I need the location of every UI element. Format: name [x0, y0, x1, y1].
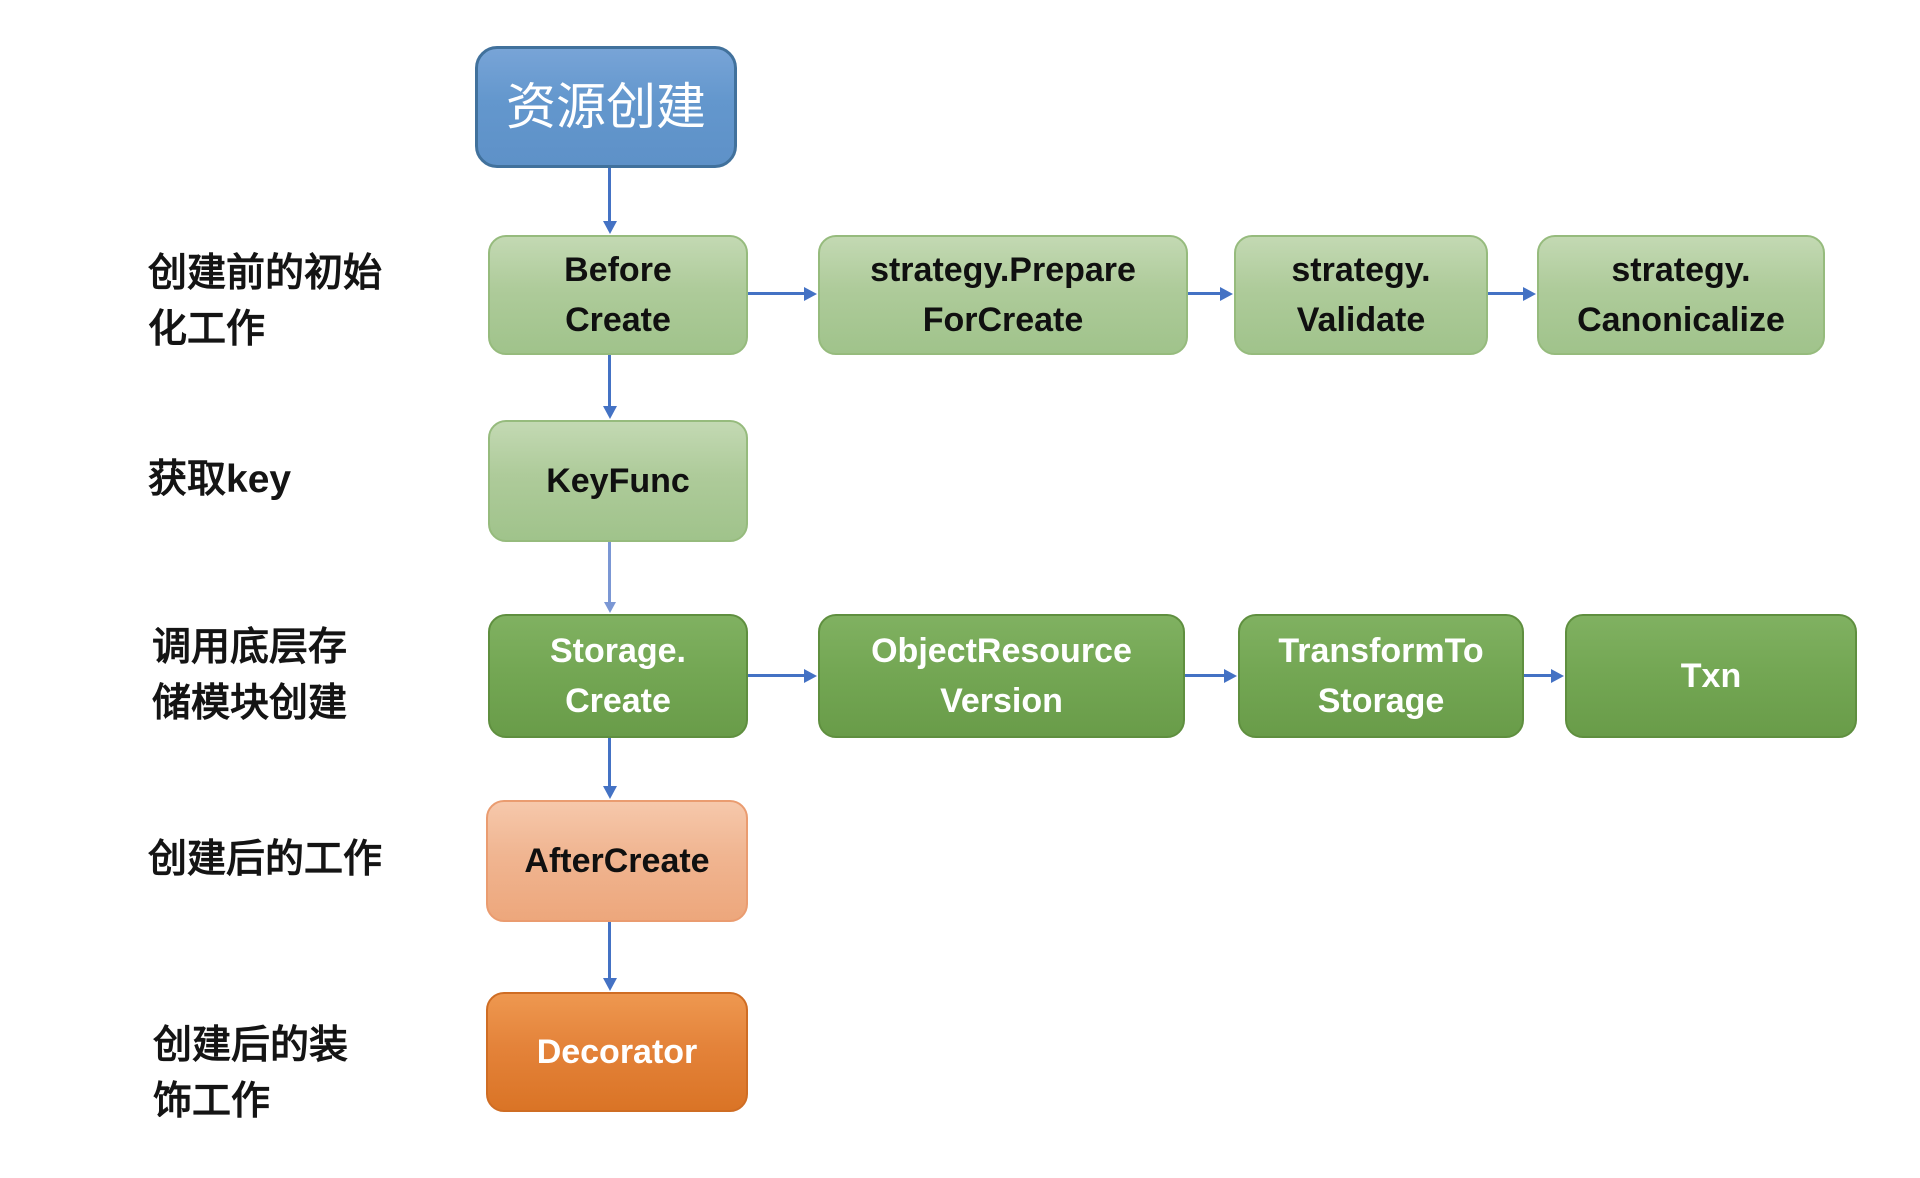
arrow-resource-create-to-before-create: [602, 168, 617, 234]
label-pre-create-work-line2: 化工作: [148, 308, 266, 351]
label-storage-create: 调用底层存 储模块创建: [152, 620, 347, 732]
node-strategy-canonicalize: strategy. Canonicalize: [1537, 235, 1825, 355]
arrow-head-icon: [1551, 668, 1564, 683]
node-transform-to-storage: TransformTo Storage: [1238, 614, 1524, 738]
arrow-storage-create-to-after-create: [602, 738, 617, 799]
node-transform-to-storage-line2: Storage: [1317, 682, 1445, 720]
arrow-before-create-to-prepare: [748, 286, 817, 301]
arrow-before-create-to-keyfunc: [602, 355, 617, 419]
arrow-head-icon: [1220, 286, 1233, 301]
node-strategy-prepare-for-create: strategy.Prepare ForCreate: [818, 235, 1188, 355]
arrow-head-icon: [602, 221, 617, 234]
label-post-create-work-text: 创建后的工作: [148, 838, 383, 881]
node-decorator-label: Decorator: [536, 1033, 698, 1071]
node-keyfunc: KeyFunc: [488, 420, 748, 542]
arrow-head-icon: [602, 786, 617, 799]
label-pre-create-work: 创建前的初始 化工作: [148, 246, 382, 358]
node-strategy-validate-line1: strategy.: [1291, 251, 1431, 289]
node-after-create: AfterCreate: [486, 800, 748, 922]
node-object-resource-version: ObjectResource Version: [818, 614, 1185, 738]
arrow-head-icon: [804, 286, 817, 301]
arrow-head-icon: [602, 978, 617, 991]
node-strategy-validate: strategy. Validate: [1234, 235, 1488, 355]
arrow-keyfunc-to-storage-create: [603, 542, 616, 613]
label-storage-create-line2: 储模块创建: [152, 682, 348, 725]
label-storage-create-line1: 调用底层存: [152, 626, 348, 669]
label-decorate-work-line2: 饰工作: [153, 1080, 271, 1123]
label-get-key: 获取key: [148, 452, 291, 508]
node-object-resource-version-line1: ObjectResource: [871, 632, 1132, 670]
node-before-create-line1: Before: [564, 251, 672, 289]
arrow-validate-to-canonicalize: [1488, 286, 1536, 301]
node-strategy-canonicalize-line2: Canonicalize: [1577, 301, 1785, 339]
arrow-head-icon: [1224, 668, 1237, 683]
node-resource-create: 资源创建: [475, 46, 737, 168]
node-before-create-line2: Create: [565, 301, 671, 339]
node-txn: Txn: [1565, 614, 1857, 738]
label-get-key-text: 获取key: [148, 458, 292, 501]
arrow-after-create-to-decorator: [602, 922, 617, 991]
label-decorate-work: 创建后的装 饰工作: [153, 1018, 348, 1130]
node-txn-label: Txn: [1680, 657, 1742, 695]
node-transform-to-storage-line1: TransformTo: [1278, 632, 1484, 670]
node-storage-create: Storage. Create: [488, 614, 748, 738]
node-storage-create-line1: Storage.: [549, 632, 687, 670]
node-after-create-label: AfterCreate: [524, 842, 710, 880]
node-keyfunc-label: KeyFunc: [546, 462, 690, 500]
label-post-create-work: 创建后的工作: [148, 832, 382, 888]
node-resource-create-label: 资源创建: [506, 79, 706, 135]
node-object-resource-version-line2: Version: [940, 682, 1063, 720]
node-strategy-prepare-for-create-line1: strategy.Prepare: [870, 251, 1136, 289]
node-before-create: Before Create: [488, 235, 748, 355]
label-decorate-work-line1: 创建后的装: [153, 1024, 349, 1067]
arrow-transform-to-txn: [1524, 668, 1564, 683]
arrow-storage-create-to-object-resource-version: [748, 668, 817, 683]
node-storage-create-line2: Create: [565, 682, 671, 720]
node-strategy-canonicalize-line1: strategy.: [1611, 251, 1751, 289]
label-pre-create-work-line1: 创建前的初始: [148, 252, 383, 295]
arrow-object-resource-version-to-transform: [1185, 668, 1237, 683]
arrow-head-icon: [603, 602, 616, 613]
node-strategy-validate-line2: Validate: [1296, 301, 1426, 339]
node-strategy-prepare-for-create-line2: ForCreate: [922, 301, 1084, 339]
arrow-prepare-to-validate: [1188, 286, 1233, 301]
arrow-head-icon: [1523, 286, 1536, 301]
arrow-head-icon: [804, 668, 817, 683]
node-decorator: Decorator: [486, 992, 748, 1112]
arrow-head-icon: [602, 406, 617, 419]
